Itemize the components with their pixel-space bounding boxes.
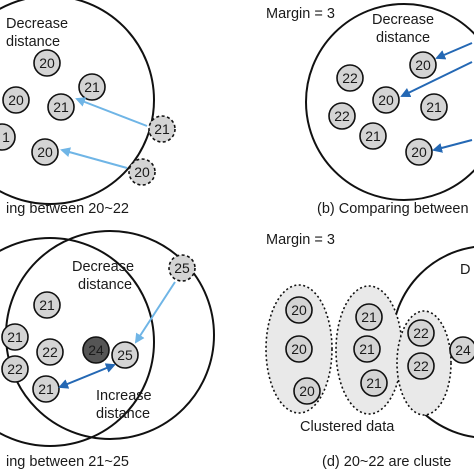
panel-c-node: 21 xyxy=(32,375,60,403)
panel-a-node: 20 xyxy=(33,49,61,77)
panel-a-title-line2: distance xyxy=(6,34,60,50)
panel-d-node: 20 xyxy=(285,335,313,363)
panel-c-node: 21 xyxy=(1,323,29,351)
panel-d-node-label: 20 xyxy=(299,383,315,399)
panel-c-outside-node: 25 xyxy=(168,254,196,282)
panel-d-node: 22 xyxy=(407,319,435,347)
panel-b-node: 20 xyxy=(372,86,400,114)
panel-d-node: 20 xyxy=(285,296,313,324)
panel-d-node-label: 20 xyxy=(291,341,307,357)
panel-a-node: 20 xyxy=(2,86,30,114)
panel-d-node: 20 xyxy=(293,377,321,405)
panel-c-dark-node-label: 24 xyxy=(88,342,104,358)
panel-c-bottom-label-line1: Increase xyxy=(96,388,152,404)
panel-b-arrow xyxy=(435,42,473,60)
panel-c-arrow-decrease xyxy=(134,281,176,344)
panel-b-node: 20 xyxy=(409,51,437,79)
panel-b-node: 20 xyxy=(405,138,433,166)
panel-d-node-label: 20 xyxy=(291,302,307,318)
panel-b-node-label: 21 xyxy=(426,99,442,115)
panel-b: Margin = 3 Decrease distance 20 22 20 22… xyxy=(266,3,474,217)
panel-b-title-line1: Decrease xyxy=(372,12,434,28)
panel-b-node: 21 xyxy=(359,122,387,150)
panel-d-group-label: Clustered data xyxy=(300,419,395,435)
panel-c-left-circle xyxy=(0,237,155,447)
panel-b-caption: (b) Comparing between xyxy=(317,201,469,217)
panel-c-node-label: 21 xyxy=(38,381,54,397)
panel-b-node: 22 xyxy=(336,64,364,92)
panel-d-node-label: 21 xyxy=(359,341,375,357)
panel-c-node: 21 xyxy=(33,291,61,319)
panel-a-region-circle xyxy=(0,0,155,205)
panel-b-region-circle xyxy=(305,3,474,201)
panel-a-node-label: 20 xyxy=(39,55,55,71)
panel-c-caption: ing between 21~25 xyxy=(6,454,129,470)
panel-b-node-label: 20 xyxy=(378,92,394,108)
panel-d-edge-node: 24 xyxy=(449,336,474,364)
panel-d-node: 21 xyxy=(353,335,381,363)
panel-c-node-label: 25 xyxy=(117,347,133,363)
panel-b-title-line2: distance xyxy=(376,30,430,46)
panel-b-node: 21 xyxy=(420,93,448,121)
panel-a-outside-node-label: 21 xyxy=(154,121,170,137)
panel-c-top-label-line1: Decrease xyxy=(72,259,134,275)
panel-a-outside-node-label: 20 xyxy=(134,164,150,180)
panel-a-outside-node: 20 xyxy=(128,158,156,186)
panel-a-node: 1 xyxy=(0,123,16,151)
panel-b-node-label: 20 xyxy=(415,57,431,73)
panel-d-edge-label: D xyxy=(460,262,470,278)
panel-d-edge-node-label: 24 xyxy=(455,342,471,358)
panel-b-node-label: 22 xyxy=(342,70,358,86)
panel-b-arrow xyxy=(432,139,473,153)
panel-c-node: 22 xyxy=(1,355,29,383)
panel-d-node: 21 xyxy=(360,369,388,397)
panel-b-node-label: 20 xyxy=(411,144,427,160)
panel-b-node-label: 22 xyxy=(334,108,350,124)
panel-c-node-label: 22 xyxy=(42,344,58,360)
panel-c-arrow-increase xyxy=(58,363,116,389)
panel-a-title-line1: Decrease xyxy=(6,16,68,32)
panel-a-node: 21 xyxy=(47,93,75,121)
panel-d-node-label: 21 xyxy=(361,309,377,325)
panel-c-dark-node: 24 xyxy=(82,336,110,364)
panel-d-margin-label: Margin = 3 xyxy=(266,232,335,248)
panel-a-node-label: 1 xyxy=(2,129,10,145)
panel-a-node-label: 20 xyxy=(37,144,53,160)
panel-d-node: 22 xyxy=(407,352,435,380)
panel-c-node: 22 xyxy=(36,338,64,366)
panel-d-node-label: 21 xyxy=(366,375,382,391)
panel-a-node-label: 20 xyxy=(8,92,24,108)
panel-a-node: 20 xyxy=(31,138,59,166)
panel-c-node: 25 xyxy=(111,341,139,369)
panel-a: Decrease distance 20 21 20 21 1 20 xyxy=(0,0,176,217)
panel-b-node-label: 21 xyxy=(365,128,381,144)
panel-b-arrow xyxy=(400,61,473,98)
panel-b-node: 22 xyxy=(328,102,356,130)
panel-c-node-label: 21 xyxy=(7,329,23,345)
panel-d-caption: (d) 20~22 are cluste xyxy=(322,454,451,470)
panel-c-outside-node-label: 25 xyxy=(174,260,190,276)
panel-c-node-label: 22 xyxy=(7,361,23,377)
panel-c-node-label: 21 xyxy=(39,297,55,313)
panel-c-top-label-line2: distance xyxy=(78,277,132,293)
panel-a-arrow xyxy=(60,147,128,169)
panel-a-arrow xyxy=(75,97,148,127)
panel-a-node: 21 xyxy=(78,73,106,101)
panel-d: Margin = 3 D 20 20 20 21 21 21 xyxy=(265,232,474,470)
panel-c-bottom-label-line2: distance xyxy=(96,406,150,422)
panel-d-node-label: 22 xyxy=(413,358,429,374)
panel-a-outside-node: 21 xyxy=(148,115,176,143)
panel-a-node-label: 21 xyxy=(53,99,69,115)
panel-a-caption: ing between 20~22 xyxy=(6,201,129,217)
panel-b-margin-label: Margin = 3 xyxy=(266,6,335,22)
panel-c: Decrease distance 21 21 22 22 21 24 25 xyxy=(0,230,215,470)
panel-d-node: 21 xyxy=(355,303,383,331)
panel-a-node-label: 21 xyxy=(84,79,100,95)
panel-d-node-label: 22 xyxy=(413,325,429,341)
